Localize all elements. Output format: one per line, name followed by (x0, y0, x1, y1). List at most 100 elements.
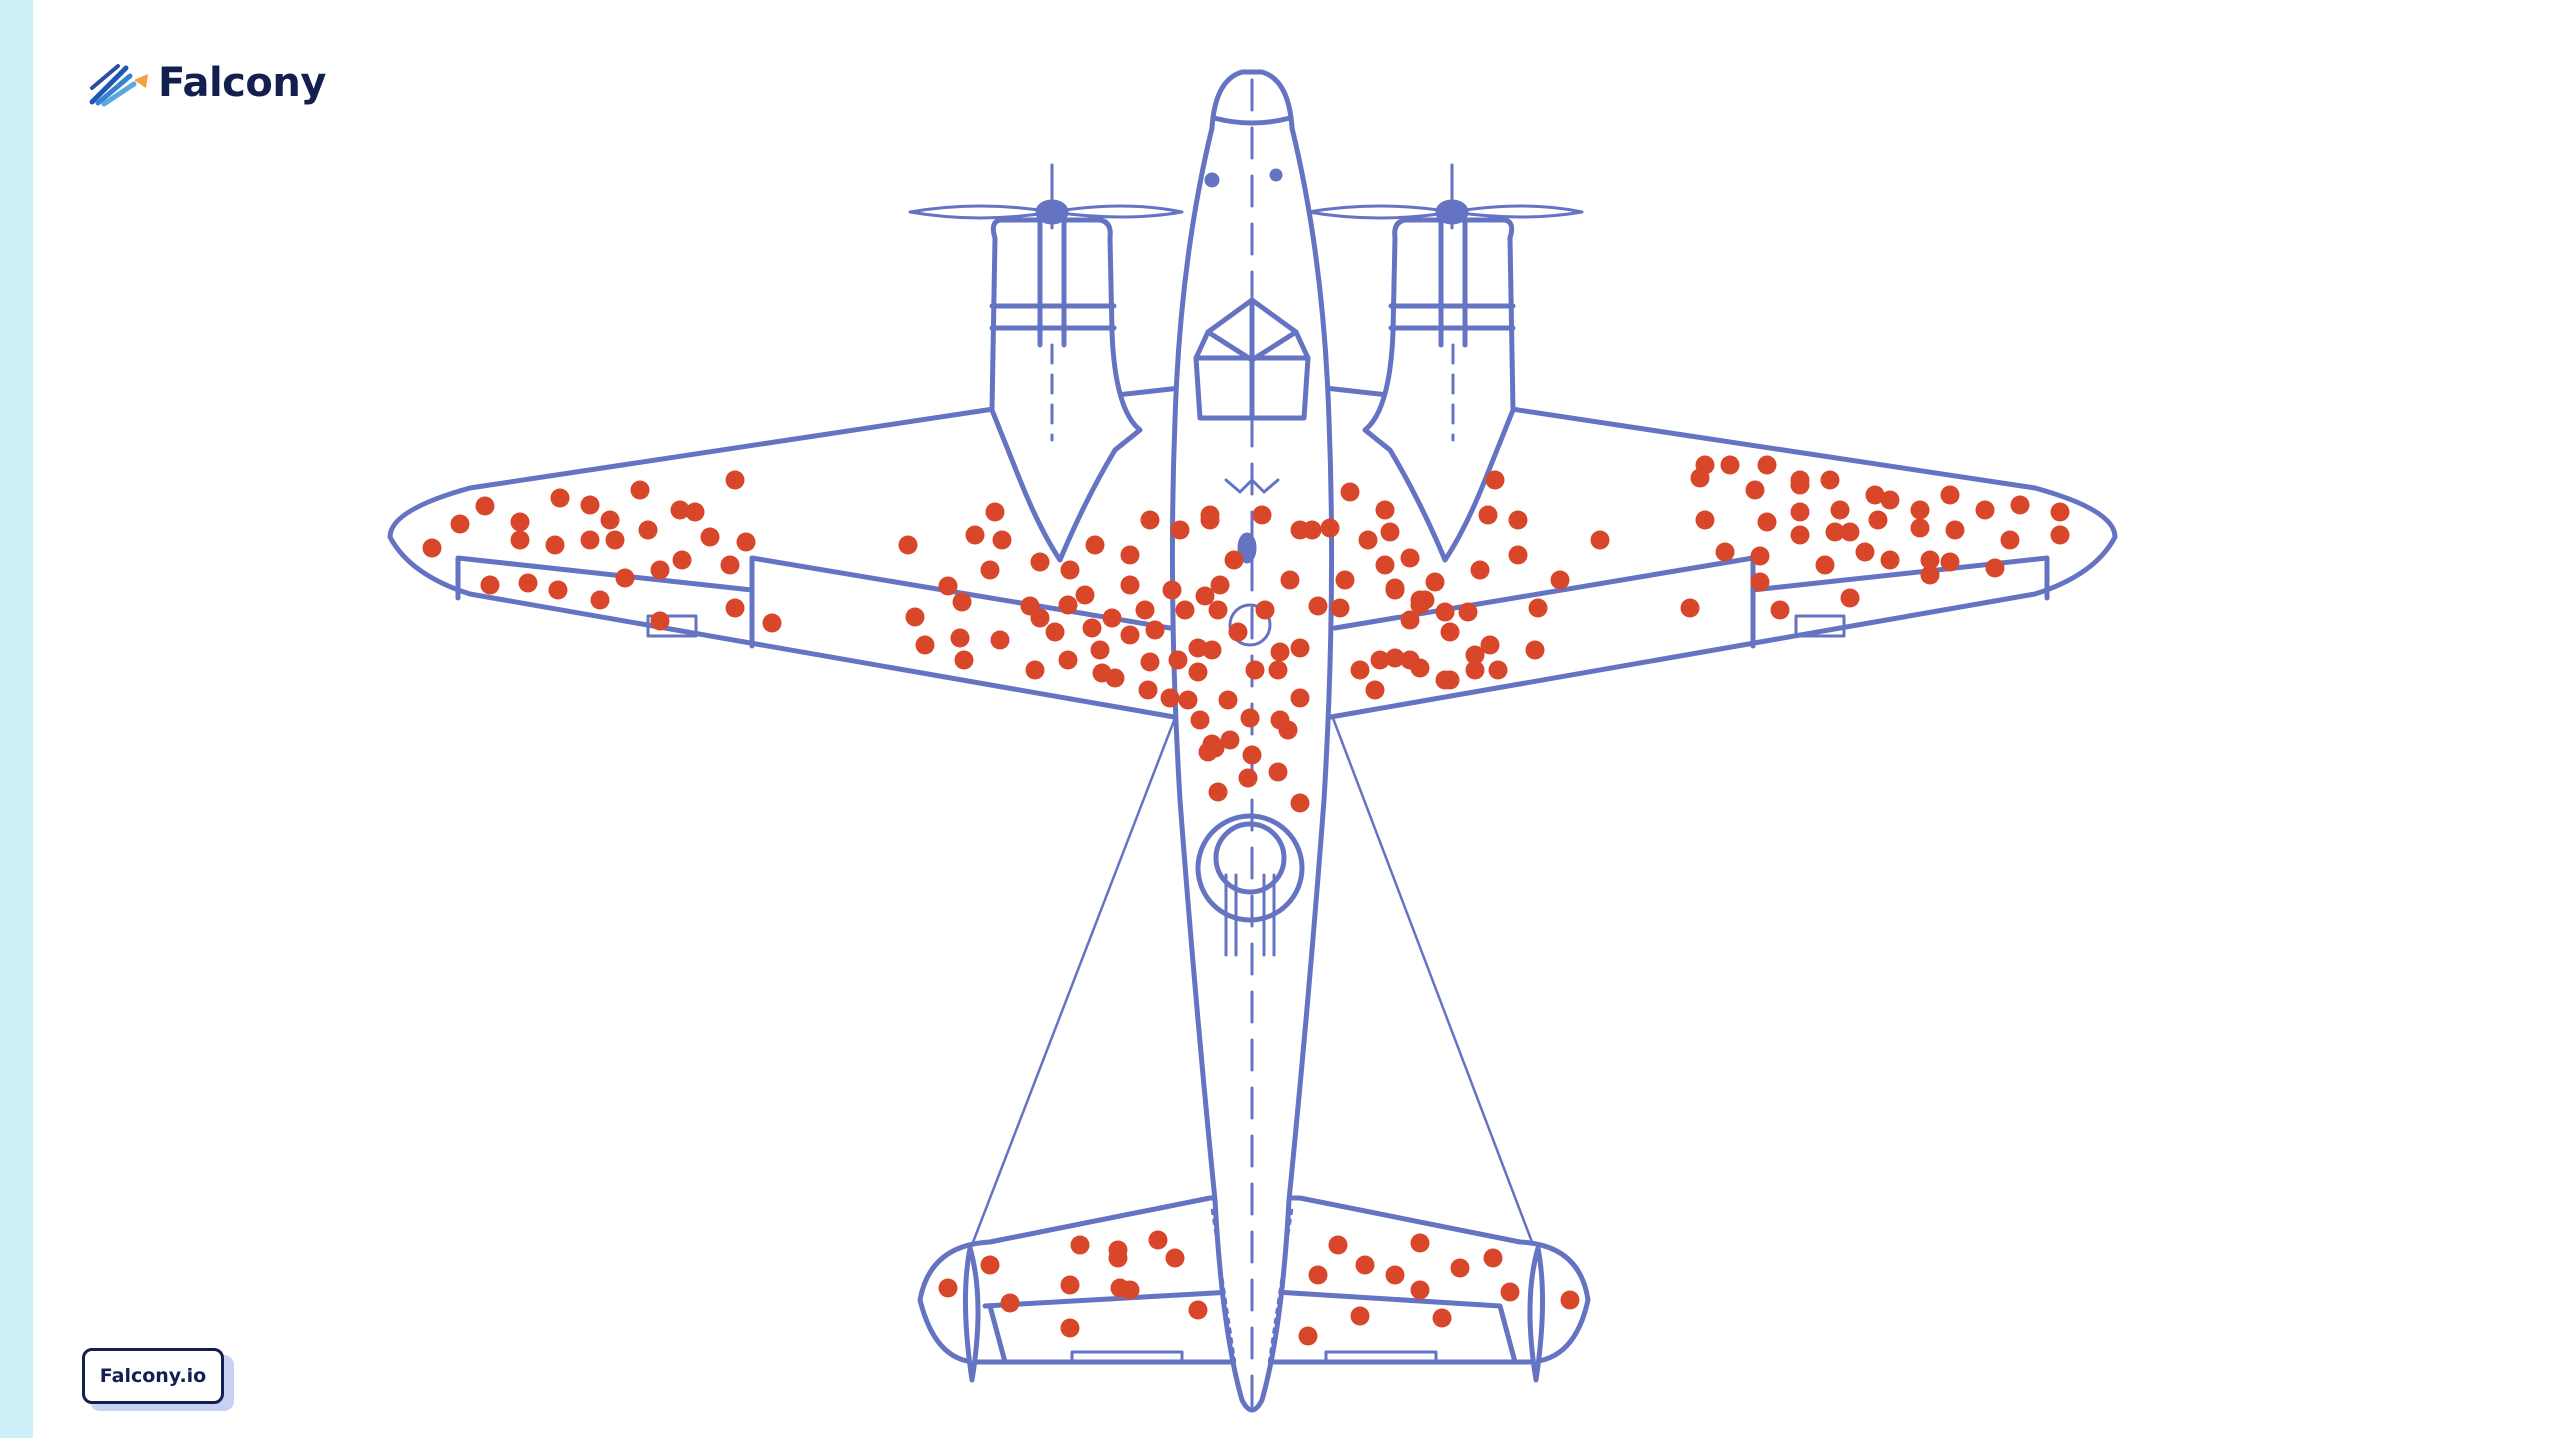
damage-marker (1920, 550, 1940, 570)
damage-marker (1380, 522, 1400, 542)
damage-marker (1483, 1248, 1503, 1268)
damage-marker (954, 650, 974, 670)
damage-marker (1720, 455, 1740, 475)
damage-marker (725, 470, 745, 490)
damage-marker (1478, 505, 1498, 525)
damage-marker (1840, 522, 1860, 542)
damage-marker (1435, 602, 1455, 622)
damage-marker (650, 611, 670, 631)
damage-marker (1135, 600, 1155, 620)
damage-marker (1240, 708, 1260, 728)
damage-marker (1757, 455, 1777, 475)
damage-marker (1110, 1278, 1130, 1298)
damage-marker (1340, 482, 1360, 502)
damage-marker (518, 573, 538, 593)
damage-marker (1750, 572, 1770, 592)
damage-marker (1218, 690, 1238, 710)
damage-marker (1865, 485, 1885, 505)
damage-marker (1830, 500, 1850, 520)
damage-marker (685, 502, 705, 522)
brand-name: Falcony (158, 60, 326, 106)
damage-marker (965, 525, 985, 545)
damage-marker (510, 512, 530, 532)
damage-marker (1245, 660, 1265, 680)
damage-marker (630, 480, 650, 500)
damage-marker (1190, 710, 1210, 730)
damage-marker (1058, 650, 1078, 670)
damage-marker (1270, 642, 1290, 662)
damage-marker (1030, 608, 1050, 628)
damage-marker (1560, 1290, 1580, 1310)
falcony-url-badge[interactable]: Falcony.io (82, 1348, 224, 1404)
damage-marker (1985, 558, 2005, 578)
damage-marker (422, 538, 442, 558)
damage-marker (1335, 570, 1355, 590)
damage-marker (580, 495, 600, 515)
damage-marker (1365, 680, 1385, 700)
damage-marker (898, 535, 918, 555)
damage-marker (1178, 690, 1198, 710)
damage-marker (672, 550, 692, 570)
damage-marker (1825, 522, 1845, 542)
damage-marker (1370, 650, 1390, 670)
damage-marker (1278, 720, 1298, 740)
damage-marker (650, 560, 670, 580)
damage-marker (1480, 635, 1500, 655)
damage-marker (1290, 638, 1310, 658)
damage-marker (1790, 502, 1810, 522)
damage-marker (1458, 602, 1478, 622)
damage-marker (1940, 552, 1960, 572)
damage-marker (915, 635, 935, 655)
damage-marker (736, 532, 756, 552)
brand-logo: Falcony (88, 55, 326, 111)
damage-marker (1120, 545, 1140, 565)
damage-marker (1375, 500, 1395, 520)
damage-marker (1090, 640, 1110, 660)
damage-marker (1210, 575, 1230, 595)
damage-marker (1224, 550, 1244, 570)
damage-marker (1757, 512, 1777, 532)
damage-marker (720, 555, 740, 575)
damage-marker (1082, 618, 1102, 638)
damage-marker (1528, 598, 1548, 618)
damage-marker (638, 520, 658, 540)
damage-marker (2050, 502, 2070, 522)
damage-marker (1202, 640, 1222, 660)
damage-marker (1108, 1248, 1128, 1268)
damage-marker (1105, 668, 1125, 688)
damage-marker (980, 560, 1000, 580)
damage-marker (1170, 520, 1190, 540)
damage-marker (1145, 620, 1165, 640)
damage-marker (1060, 560, 1080, 580)
damage-marker (1432, 1308, 1452, 1328)
damage-marker (1268, 762, 1288, 782)
damage-marker (1070, 1235, 1090, 1255)
damage-marker (1000, 1293, 1020, 1313)
damage-marker (1200, 505, 1220, 525)
damage-marker (938, 576, 958, 596)
damage-marker (1350, 1306, 1370, 1326)
damage-marker (1148, 1230, 1168, 1250)
damage-marker (1140, 652, 1160, 672)
damage-marker (480, 575, 500, 595)
damage-marker (1138, 680, 1158, 700)
damage-marker (1102, 608, 1122, 628)
damage-marker (2050, 525, 2070, 545)
damage-marker (1508, 510, 1528, 530)
damage-marker (1840, 588, 1860, 608)
damage-marker (1058, 595, 1078, 615)
damage-marker (1440, 670, 1460, 690)
damage-marker (1045, 622, 1065, 642)
damage-marker (475, 496, 495, 516)
damage-marker (1508, 545, 1528, 565)
damage-marker (605, 530, 625, 550)
left-wing (387, 385, 1183, 721)
damage-marker (1868, 510, 1888, 530)
damage-marker (1400, 650, 1420, 670)
damage-marker (580, 530, 600, 550)
damage-marker (1308, 596, 1328, 616)
damage-markers (422, 455, 2070, 1346)
damage-marker (1465, 660, 1485, 680)
damage-marker (1320, 518, 1340, 538)
